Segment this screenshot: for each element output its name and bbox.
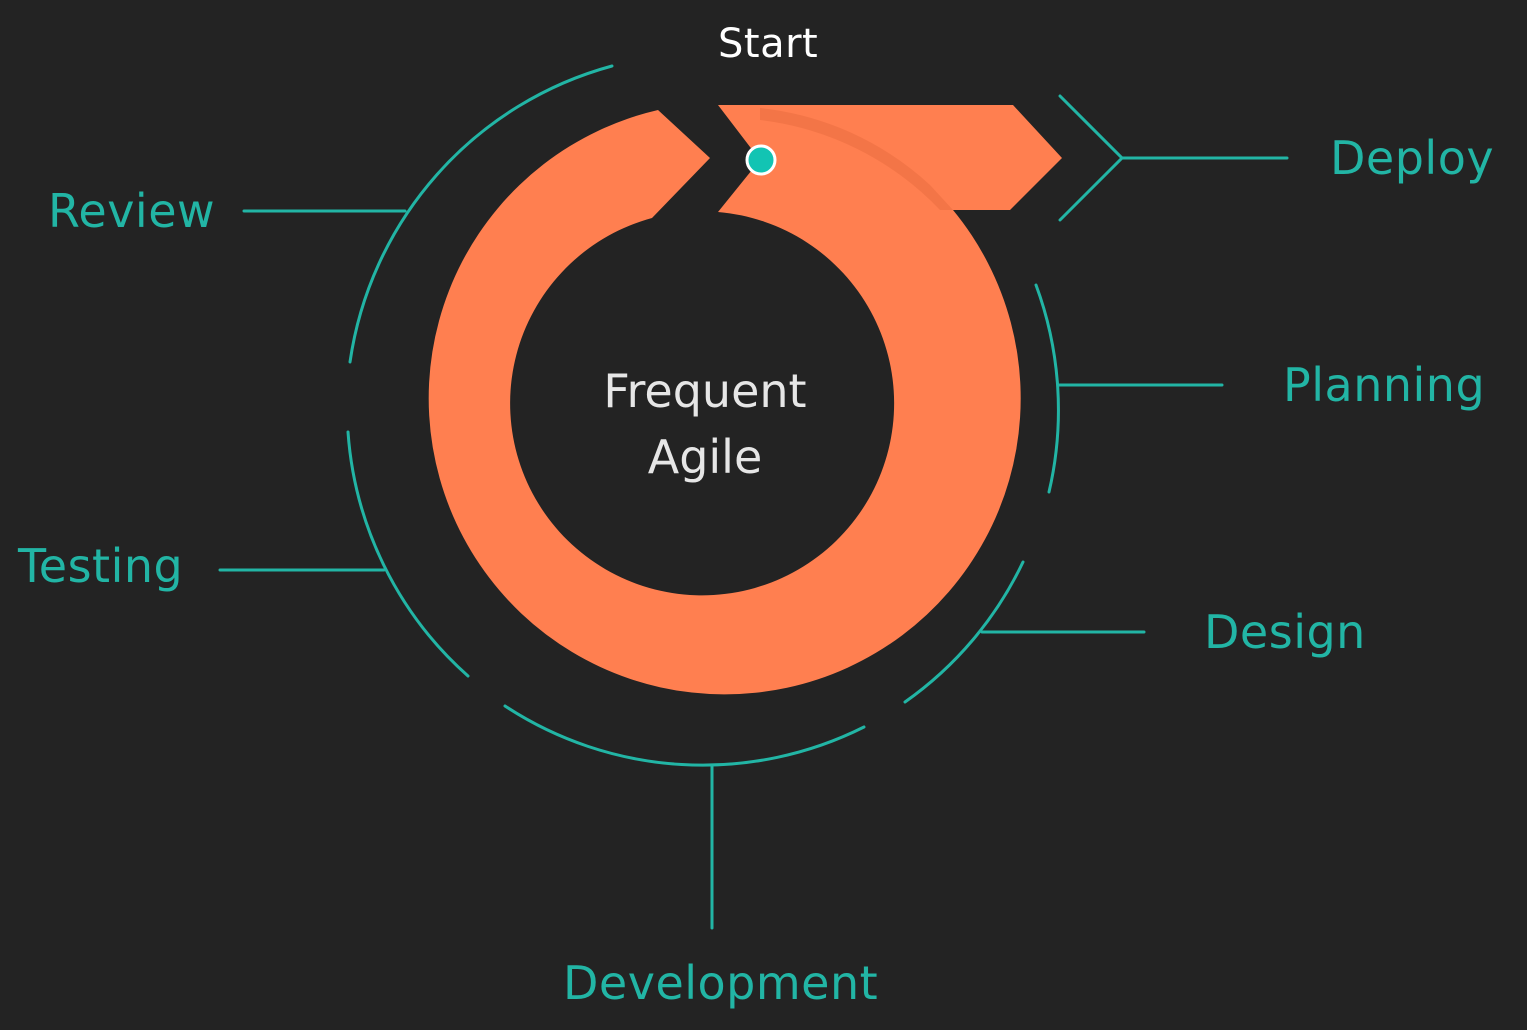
center-title-line1: Frequent	[603, 364, 807, 418]
center-title: Frequent Agile	[555, 358, 855, 490]
phase-label-review: Review	[48, 184, 216, 238]
center-title-line2: Agile	[647, 430, 763, 484]
phase-label-design: Design	[1204, 605, 1366, 659]
deploy-chevron	[1058, 94, 1125, 222]
development-arc	[503, 704, 866, 767]
design-arc	[903, 560, 1025, 704]
testing-arc	[346, 430, 470, 678]
phase-label-testing: Testing	[18, 539, 184, 593]
start-label: Start	[718, 21, 819, 67]
phase-label-development: Development	[563, 956, 879, 1010]
cycle-ring-arrow	[428, 105, 1062, 695]
phase-label-planning: Planning	[1283, 358, 1486, 412]
planning-arc	[1034, 283, 1060, 494]
start-dot-icon	[745, 144, 777, 176]
review-arc	[348, 64, 614, 364]
phase-label-deploy: Deploy	[1330, 131, 1495, 185]
ring-shadow	[760, 108, 953, 210]
